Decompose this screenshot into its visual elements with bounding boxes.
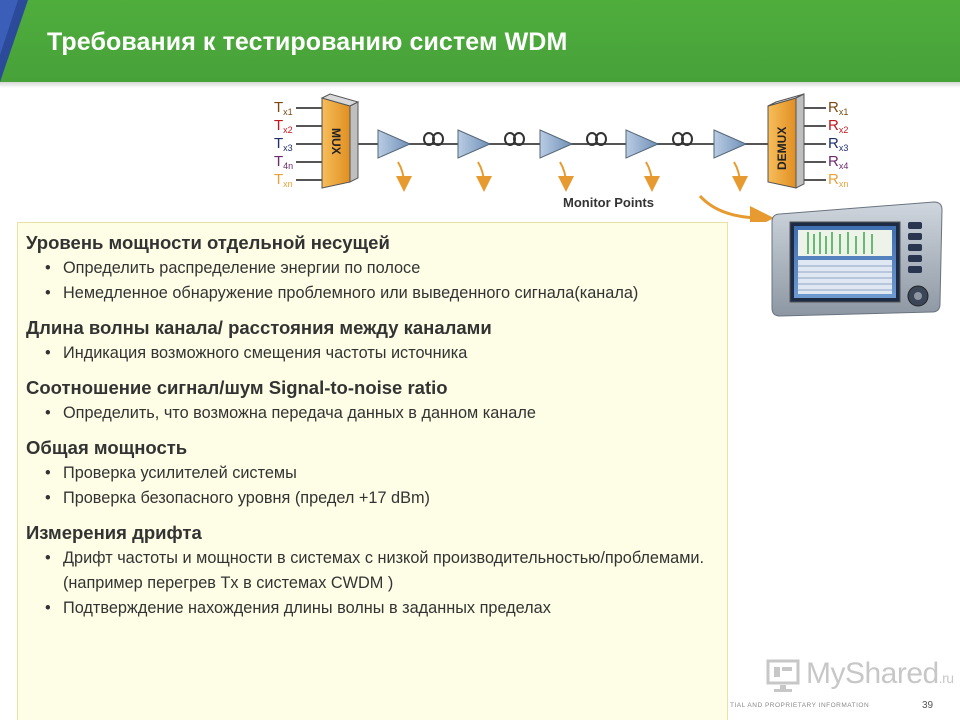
section: Общая мощность Проверка усилителей систе… — [26, 436, 726, 511]
watermark-logo: MyShared.ru — [766, 655, 954, 695]
wdm-diagram: Tx1 Tx2 Tx3 T4n Txn MUX — [274, 93, 848, 222]
mux-label: MUX — [329, 128, 343, 155]
section-heading: Общая мощность — [26, 437, 188, 458]
amplifiers — [377, 129, 748, 159]
rx-label: Rx3 — [828, 135, 848, 153]
section: Соотношение сигнал/шум Signal-to-noise r… — [26, 376, 726, 426]
test-device-image — [771, 201, 943, 317]
monitor-points-label: Monitor Points — [563, 195, 654, 210]
section: Уровень мощности отдельной несущей Опред… — [26, 231, 726, 306]
tx-label: Txn — [274, 171, 293, 189]
rx-label: Rx2 — [828, 117, 848, 135]
monitor-icon — [766, 659, 800, 692]
content-list: Уровень мощности отдельной несущей Опред… — [26, 231, 726, 631]
rx-label: Rx4 — [828, 153, 848, 171]
device-arrow — [698, 194, 774, 222]
amplifier-icon — [625, 129, 660, 159]
section: Длина волны канала/ расстояния между кан… — [26, 316, 726, 366]
monitor-arrows — [395, 161, 748, 192]
tx-label: Tx2 — [274, 117, 293, 135]
tx-label: Tx1 — [274, 99, 293, 117]
section: Измерения дрифта Дрифт частоты и мощност… — [26, 521, 726, 621]
watermark-text: MyShared.ru — [806, 657, 954, 690]
amplifier-icon — [539, 129, 574, 159]
mux-block: MUX — [320, 93, 360, 189]
bullet-item: Определить, что возможна передача данных… — [26, 401, 726, 426]
bullet-item: Немедленное обнаружение проблемного или … — [26, 281, 683, 306]
footer-confidential: TIAL AND PROPRIETARY INFORMATION — [730, 702, 870, 709]
page-number: 39 — [922, 700, 934, 711]
rx-labels: Rx1 Rx2 Rx3 Rx4 Rxn — [828, 99, 848, 189]
title-shadow — [0, 82, 960, 88]
rx-label: Rx1 — [828, 99, 848, 117]
tx-label: Tx3 — [274, 135, 293, 153]
amplifier-icon — [457, 129, 492, 159]
amplifier-icon — [377, 129, 412, 159]
rx-label: Rxn — [828, 171, 848, 189]
fiber-coils — [423, 132, 693, 146]
bullet-item: Проверка безопасного уровня (предел +17 … — [26, 486, 726, 511]
demux-block: DEMUX — [767, 93, 805, 189]
bullet-item: Дрифт частоты и мощности в системах с ни… — [26, 546, 713, 596]
tx-labels: Tx1 Tx2 Tx3 T4n Txn — [274, 99, 293, 189]
section-heading: Длина волны канала/ расстояния между кан… — [26, 317, 492, 338]
tx-label: T4n — [274, 153, 293, 171]
section-heading: Соотношение сигнал/шум Signal-to-noise r… — [26, 377, 448, 398]
title-bar: Требования к тестированию систем WDM — [0, 0, 960, 82]
page-title: Требования к тестированию систем WDM — [47, 28, 568, 56]
bullet-item: Подтверждение нахождения длины волны в з… — [26, 596, 726, 621]
amplifier-icon — [713, 129, 748, 159]
title-accent — [0, 0, 28, 82]
section-heading: Измерения дрифта — [26, 522, 202, 543]
bullet-item: Индикация возможного смещения частоты ис… — [26, 341, 726, 366]
bullet-item: Проверка усилителей системы — [26, 461, 726, 486]
section-heading: Уровень мощности отдельной несущей — [26, 232, 390, 253]
demux-label: DEMUX — [775, 127, 789, 170]
bullet-item: Определить распределение энергии по поло… — [26, 256, 726, 281]
